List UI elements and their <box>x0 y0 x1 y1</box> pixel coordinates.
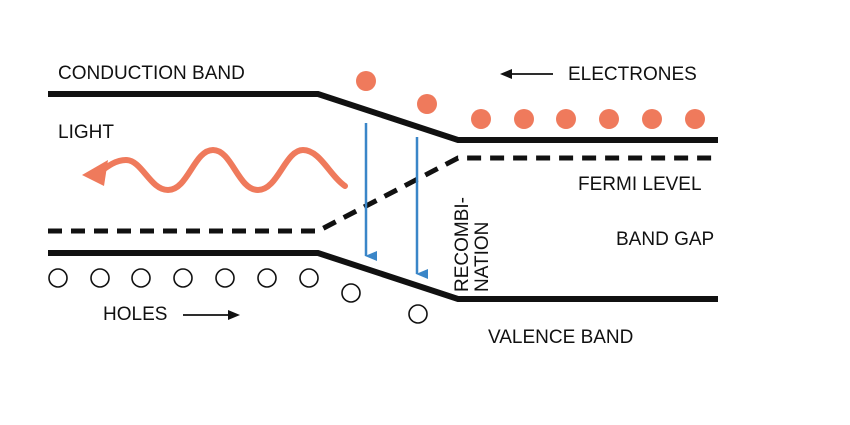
hole <box>131 268 151 288</box>
hole <box>341 283 361 303</box>
recombination-label-line1: RECOMBI- <box>452 197 473 292</box>
recombination-label-line2: NATION <box>472 222 493 292</box>
holes-label: HOLES <box>103 304 167 325</box>
electron <box>514 109 534 129</box>
conduction-band-label: CONDUCTION BAND <box>58 63 245 84</box>
electron <box>471 109 491 129</box>
light-wave <box>97 146 348 194</box>
electron <box>356 71 376 91</box>
electron <box>417 94 437 114</box>
hole-direction-arrow <box>183 310 240 320</box>
electron <box>642 109 662 129</box>
light-arrow-head <box>82 160 108 186</box>
fermi-level-line <box>48 155 718 234</box>
hole <box>215 268 235 288</box>
electrones-label: ELECTRONES <box>568 64 697 85</box>
hole <box>299 268 319 288</box>
hole <box>257 268 277 288</box>
electrons-group <box>356 71 705 129</box>
hole <box>408 304 428 324</box>
light-label: LIGHT <box>58 122 114 143</box>
electron <box>685 109 705 129</box>
hole <box>48 268 68 288</box>
band-gap-label: BAND GAP <box>616 229 714 250</box>
electron <box>556 109 576 129</box>
electron-direction-arrow <box>500 69 553 79</box>
recombination-label: RECOMBI- NATION <box>452 197 493 292</box>
hole <box>173 268 193 288</box>
holes-group <box>48 268 428 324</box>
hole <box>90 268 110 288</box>
valence-band-line <box>48 250 718 302</box>
conduction-band-line <box>48 91 718 143</box>
electron <box>599 109 619 129</box>
valence-band-label: VALENCE BAND <box>488 327 633 348</box>
fermi-level-label: FERMI LEVEL <box>578 174 702 195</box>
